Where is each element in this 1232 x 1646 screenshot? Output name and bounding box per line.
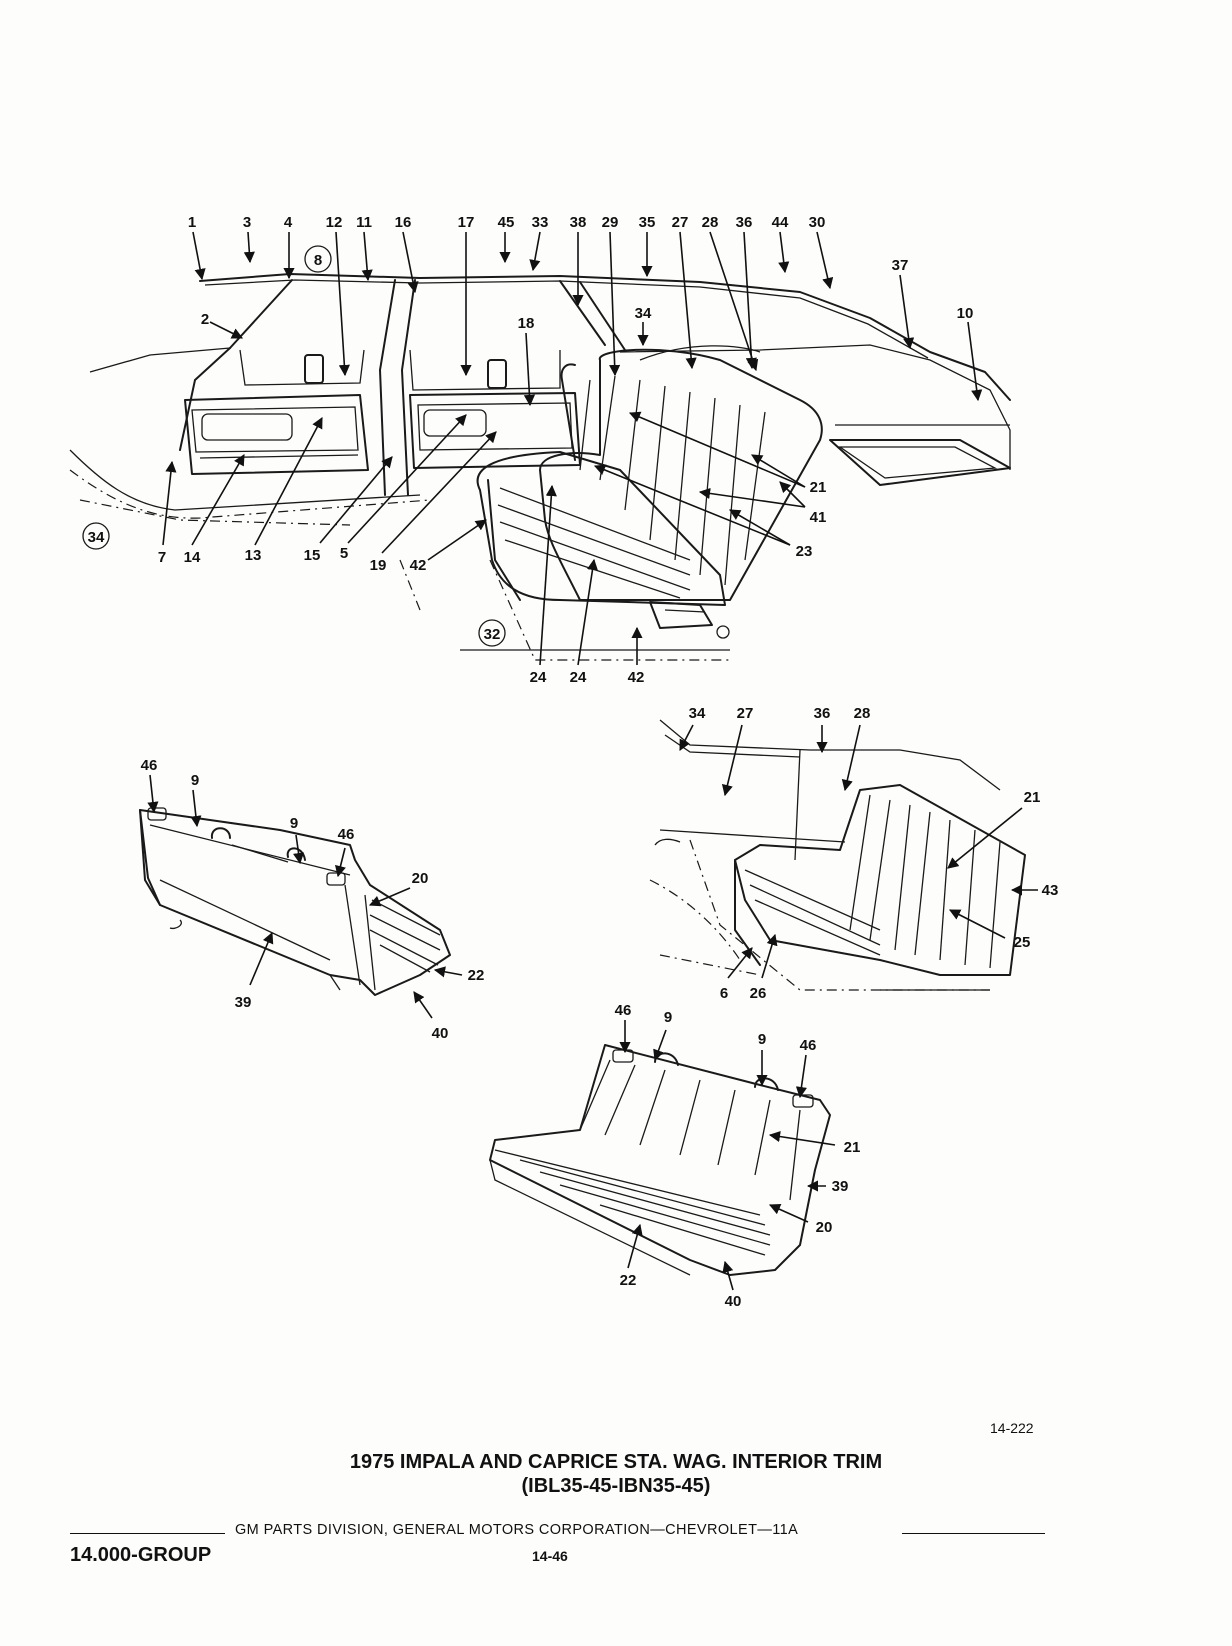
callout-9: 9 [290,815,298,832]
callout-39: 39 [235,994,252,1011]
callout-22: 22 [620,1272,637,1289]
callout-45: 45 [498,214,515,231]
callout-23: 23 [796,543,813,560]
callout-46: 46 [338,826,355,843]
group-number: 14.000-GROUP [70,1544,212,1566]
callout-3: 3 [243,214,251,231]
callout-19: 19 [370,557,387,574]
callout-16: 16 [395,214,412,231]
callout-37: 37 [892,257,909,274]
callout-40: 40 [432,1025,449,1042]
page-title: 1975 IMPALA AND CAPRICE STA. WAG. INTERI… [349,1451,883,1473]
callout-15: 15 [304,547,321,564]
callout-26: 26 [750,985,767,1002]
callout-41: 41 [810,509,827,526]
footer-rule-left [70,1533,225,1534]
callout-43: 43 [1042,882,1059,899]
callout-27: 27 [737,705,754,722]
callout-9: 9 [758,1031,766,1048]
callout: 8 [314,252,322,269]
callout-9: 9 [664,1009,672,1026]
callout-21: 21 [844,1139,861,1156]
page-subtitle: (IBL35-45-IBN35-45) [521,1475,711,1497]
page-number: 14-46 [532,1548,568,1564]
callout-46: 46 [141,757,158,774]
footer-rule-line: GM PARTS DIVISION, GENERAL MOTORS CORPOR… [70,1522,1045,1546]
rear-bench-view [489,1044,831,1276]
callout-5: 5 [340,545,348,562]
callout-14: 14 [184,549,201,566]
callout-27: 27 [672,214,689,231]
callout-44: 44 [772,214,789,231]
callout-39: 39 [832,1178,849,1195]
callout-36: 36 [814,705,831,722]
callout: 32 [484,626,501,643]
callout-6: 6 [720,985,728,1002]
callout-9: 9 [191,772,199,789]
callout-28: 28 [702,214,719,231]
callout-24: 24 [570,669,587,686]
callout-24: 24 [530,669,547,686]
callout-20: 20 [816,1219,833,1236]
callout-21: 21 [810,479,827,496]
callout-42: 42 [410,557,427,574]
callout-35: 35 [639,214,656,231]
callout-2: 2 [201,311,209,328]
callout: 34 [88,529,105,546]
leader-arrows [147,231,1038,1291]
callout-17: 17 [458,214,475,231]
callout-33: 33 [532,214,549,231]
callout-42: 42 [628,669,645,686]
callout-20: 20 [412,870,429,887]
callout-11: 11 [356,214,372,231]
footer-text: GM PARTS DIVISION, GENERAL MOTORS CORPOR… [235,1522,799,1538]
circled-callouts: 8 34 32 [82,245,506,647]
callout-36: 36 [736,214,753,231]
callout-18: 18 [518,315,535,332]
callout-4: 4 [284,214,293,231]
callout-labels: 1 3 4 12 11 16 17 45 33 38 29 35 27 28 3… [141,214,1059,1310]
callout-22: 22 [468,967,485,984]
callout-34: 34 [635,305,652,322]
callout-46: 46 [800,1037,817,1054]
callout-28: 28 [854,705,871,722]
callout-7: 7 [158,549,166,566]
rear-seat-view-left [139,807,451,996]
figure-number: 14-222 [990,1420,1034,1436]
callout-40: 40 [725,1293,742,1310]
callout-38: 38 [570,214,587,231]
callout-1: 1 [188,214,196,231]
callout-21: 21 [1024,789,1041,806]
callout-34: 34 [689,705,706,722]
callout-13: 13 [245,547,262,564]
rear-seat-view-right-upper [649,719,1026,991]
callout-10: 10 [957,305,974,322]
callout-30: 30 [809,214,826,231]
callout-25: 25 [1014,934,1031,951]
callout-29: 29 [602,214,619,231]
callout-12: 12 [326,214,343,231]
footer-rule-right [902,1533,1045,1534]
main-interior-view [69,273,1011,661]
callout-46: 46 [615,1002,632,1019]
